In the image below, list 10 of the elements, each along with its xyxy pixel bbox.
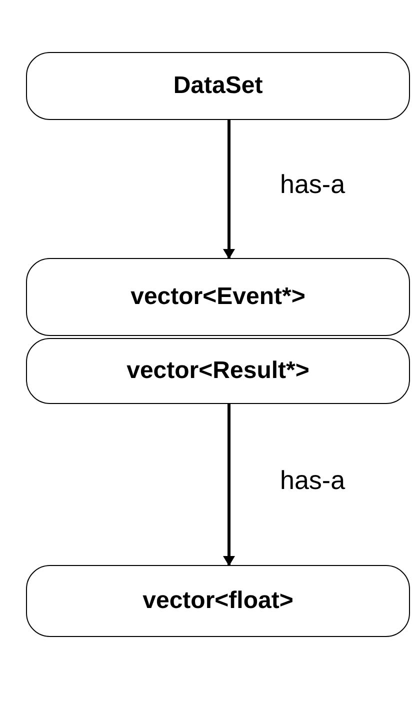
node-label: vector<float> xyxy=(142,587,294,615)
node-label: vector<Event*> xyxy=(130,283,306,311)
arrow xyxy=(223,404,235,566)
rounded-box xyxy=(26,258,410,336)
node-label: DataSet xyxy=(173,72,263,100)
rounded-box xyxy=(26,565,410,637)
arrow xyxy=(223,120,235,259)
rounded-box xyxy=(26,338,410,404)
node-label: vector<Result*> xyxy=(126,357,310,385)
rounded-box xyxy=(26,52,410,120)
